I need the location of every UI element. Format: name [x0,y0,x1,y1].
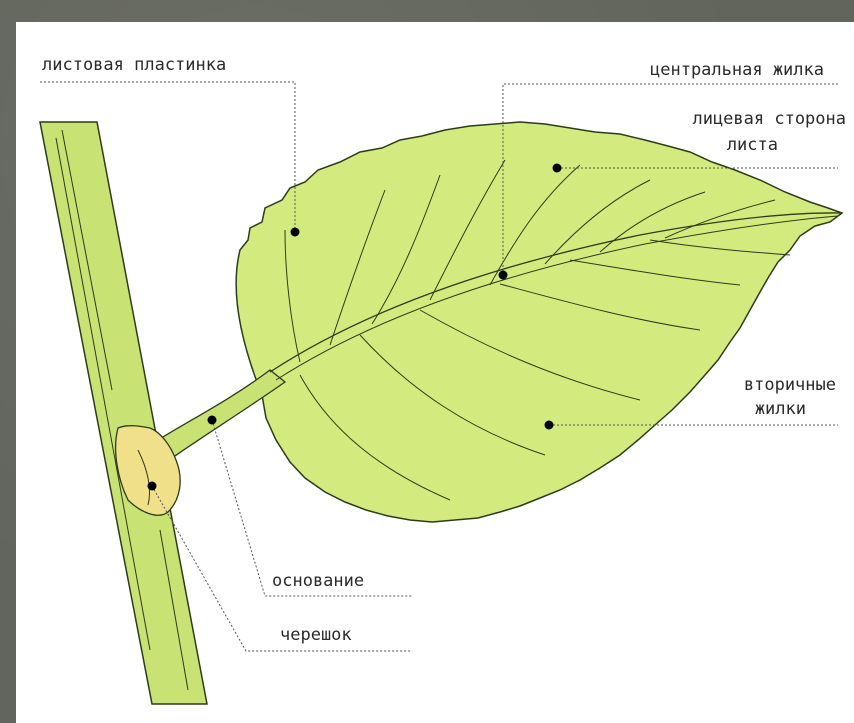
label-secondary-line1: вторичные [744,375,836,395]
marker-dot-midrib [499,271,508,280]
label-secondary-line2: жилки [755,399,806,419]
marker-dot-blade [291,228,300,237]
stem [40,122,207,704]
marker-dot-petiole [148,482,157,491]
marker-dot-secondary [545,421,554,430]
label-upper-side-line2: листа [727,135,778,155]
label-upper-side-line1: лицевая сторона [692,109,846,129]
label-blade: листовая пластинка [42,55,226,75]
marker-dot-upper-side [553,164,562,173]
leaf-blade [236,122,842,522]
label-midrib: центральная жилка [650,60,824,80]
marker-dot-base [208,416,217,425]
label-petiole: черешок [280,625,352,645]
label-base: основание [272,571,364,591]
